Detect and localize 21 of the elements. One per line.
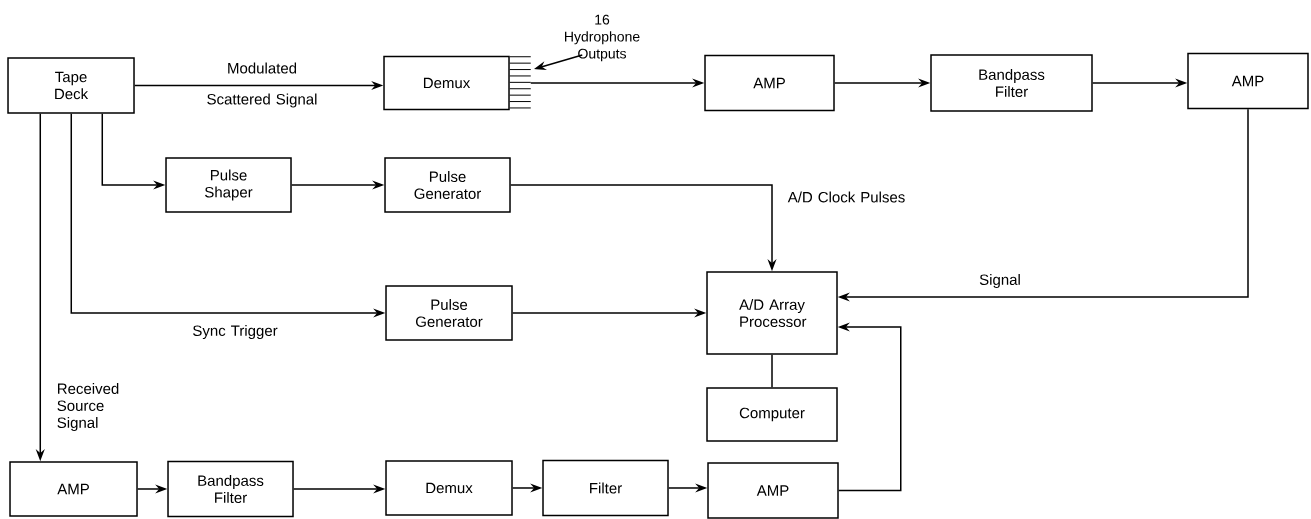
block-box: Pulse Generator bbox=[384, 157, 511, 213]
callout-text: 16 Hydrophone Outputs bbox=[565, 14, 640, 62]
edge-label: Sync Trigger bbox=[193, 325, 278, 339]
edge-label: Received Source Signal bbox=[57, 383, 119, 431]
edge-label: Signal bbox=[979, 274, 1020, 288]
block-box: AMP bbox=[9, 461, 138, 517]
block-box: Computer bbox=[706, 387, 838, 442]
block-box: Tape Deck bbox=[7, 57, 135, 114]
edge-label: A/D Clock Pulses bbox=[787, 191, 905, 203]
block-box: Filter bbox=[542, 459, 669, 517]
block-box: AMP bbox=[707, 462, 839, 519]
block-box: Pulse Shaper bbox=[165, 157, 292, 213]
block-box: Demux bbox=[385, 460, 513, 516]
block-box: AMP bbox=[704, 54, 835, 112]
block-box: Bandpass Filter bbox=[167, 460, 294, 518]
block-box: Demux bbox=[383, 55, 510, 111]
block-box: A/D Array Processor bbox=[706, 271, 838, 355]
block-box: AMP bbox=[1187, 52, 1309, 110]
block-box: Pulse Generator bbox=[385, 285, 513, 341]
block-box: Bandpass Filter bbox=[930, 54, 1093, 112]
edge-label: Modulated Scattered Signal bbox=[207, 62, 317, 108]
